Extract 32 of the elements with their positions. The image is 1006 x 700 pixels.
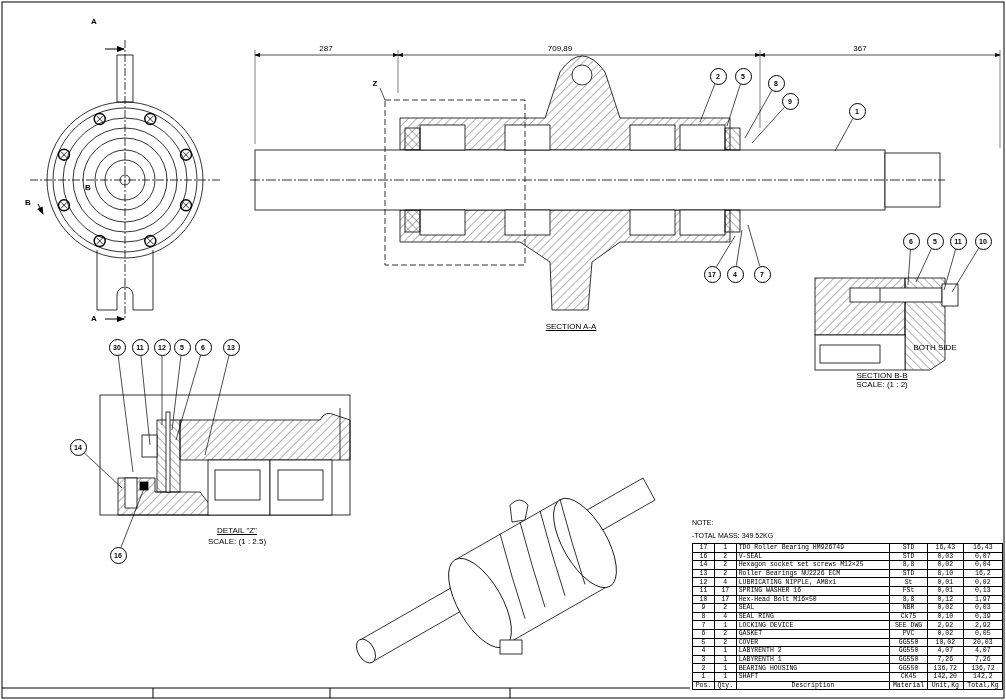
scale-text: SCALE: (1 : 2) [856, 381, 908, 389]
leader-line [161, 355, 163, 426]
section-drawing [249, 55, 946, 311]
section-label: A [91, 315, 97, 323]
leader-line [204, 354, 230, 456]
leader-line [83, 452, 123, 489]
view-title: SECTION A-A [545, 323, 597, 331]
leader-line [915, 248, 932, 283]
leader-line [951, 247, 979, 293]
leader-line [735, 229, 743, 266]
scale-text: SCALE: (1 : 2.5) [207, 538, 267, 546]
leader-line [907, 249, 911, 286]
leader-line [943, 248, 957, 291]
section-label: A [91, 18, 97, 26]
leader-line [379, 87, 386, 101]
leader-line [699, 83, 716, 123]
leader-line [171, 355, 182, 431]
leader-line [140, 355, 151, 446]
section-label: B [25, 199, 31, 207]
note-text: BOTH SIDE [913, 344, 957, 352]
leader-line [117, 355, 134, 473]
section-label: B [85, 184, 91, 192]
leader-line [834, 118, 854, 152]
leader-line [716, 235, 736, 268]
leader-line [751, 106, 785, 144]
bolt-section-drawing [814, 277, 959, 371]
leader-line [175, 354, 201, 441]
leader-line [726, 83, 741, 127]
view-title: DETAIL "Z" [217, 527, 257, 535]
leader-line [747, 224, 761, 267]
leader-line [744, 90, 773, 139]
detail-drawing [99, 394, 351, 516]
